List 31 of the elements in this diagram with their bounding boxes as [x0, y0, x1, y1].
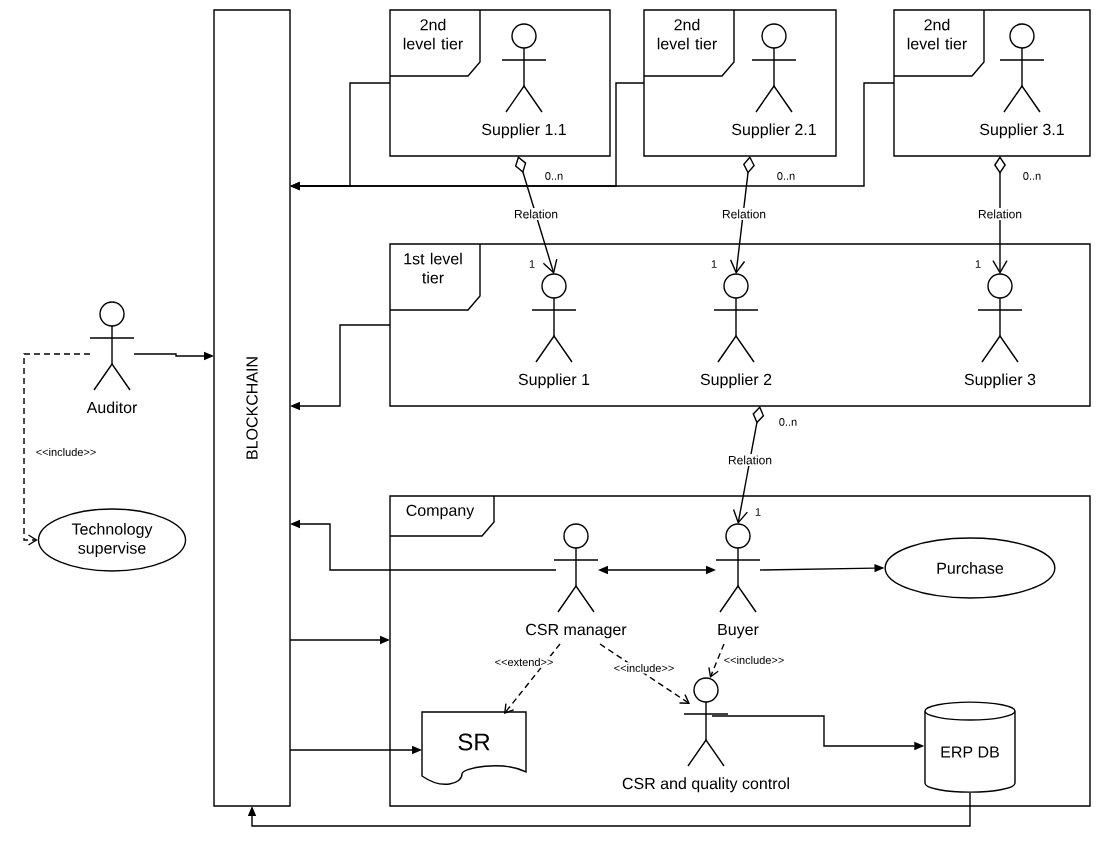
dashed-arrow [708, 643, 725, 678]
actor: Supplier 3.1 [980, 23, 1064, 139]
node-label: Supplier 2.1 [732, 123, 816, 139]
database-cylinder: ERP DB [924, 701, 1016, 793]
node-label: CSR manager [526, 623, 627, 639]
arrow [247, 792, 971, 827]
dashed-arrow [599, 643, 690, 704]
node-label: Supplier 2 [700, 373, 772, 389]
dashed-arrow [23, 353, 91, 546]
actor: Buyer [715, 523, 761, 639]
node-label: CSR and quality control [622, 777, 789, 793]
actor: CSR manager [526, 523, 627, 639]
actor: Supplier 2.1 [732, 23, 816, 139]
actor: Auditor [86, 301, 138, 414]
relation-arrow [514, 156, 558, 274]
node-label: Supplier 3 [964, 373, 1036, 389]
relation-arrow [992, 156, 1008, 274]
node-label: Supplier 1 [518, 373, 590, 389]
node-label: Buyer [718, 623, 759, 639]
actor: Supplier 2 [700, 273, 772, 389]
node-label: Auditor [86, 401, 138, 414]
relation-arrow [729, 156, 755, 274]
dashed-arrow [504, 643, 561, 714]
relation-arrow [732, 406, 765, 524]
actor: Supplier 1.1 [482, 23, 566, 139]
blockchain-bar: BLOCKCHAIN [213, 9, 291, 807]
actor: Supplier 1 [518, 273, 590, 389]
actor: Supplier 3 [964, 273, 1036, 389]
node-label: Supplier 1.1 [482, 123, 566, 139]
actor: CSR and quality control [622, 677, 789, 793]
node-label: Supplier 3.1 [980, 123, 1064, 139]
